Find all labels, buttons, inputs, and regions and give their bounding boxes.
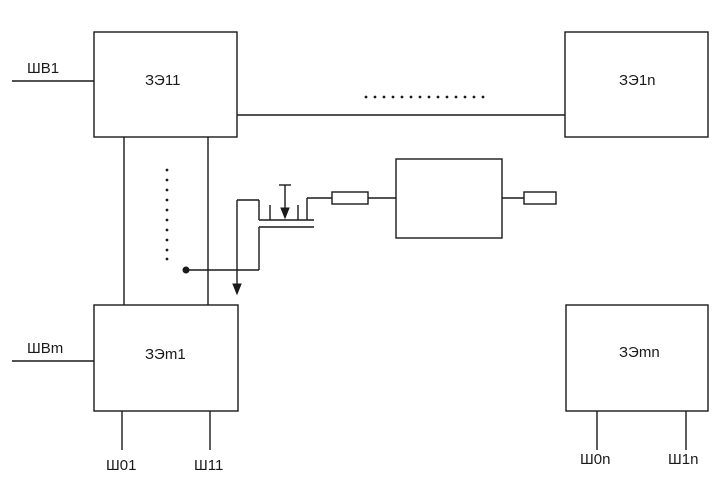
resistor-left <box>331 191 369 205</box>
bus-bm-label: ШВm <box>27 340 64 357</box>
block-3e1n-box <box>564 31 709 138</box>
auxiliary-block-box <box>395 158 503 239</box>
bus-1n-label: Ш1n <box>668 451 699 468</box>
block-3e1n-label: ЗЭ1n <box>619 72 656 89</box>
junction-node <box>182 266 190 274</box>
down-arrow-left <box>232 283 242 296</box>
block-3emn-box <box>565 304 709 412</box>
ellipsis-horizontal <box>364 95 485 99</box>
block-3emn-label: ЗЭmn <box>619 344 660 361</box>
bus-b1-label: ШВ1 <box>27 60 60 77</box>
block-3em1-box <box>93 304 239 412</box>
down-arrow-control <box>280 207 290 220</box>
bus-11-label: Ш11 <box>194 457 224 474</box>
ellipsis-vertical <box>165 168 169 261</box>
block-3e11-box <box>93 31 238 138</box>
bus-01-label: Ш01 <box>106 457 137 474</box>
block-3e11-label: ЗЭ11 <box>145 72 181 89</box>
resistor-right <box>523 191 557 205</box>
block-3em1-label: ЗЭm1 <box>145 346 186 363</box>
bus-0n-label: Ш0n <box>580 451 611 468</box>
